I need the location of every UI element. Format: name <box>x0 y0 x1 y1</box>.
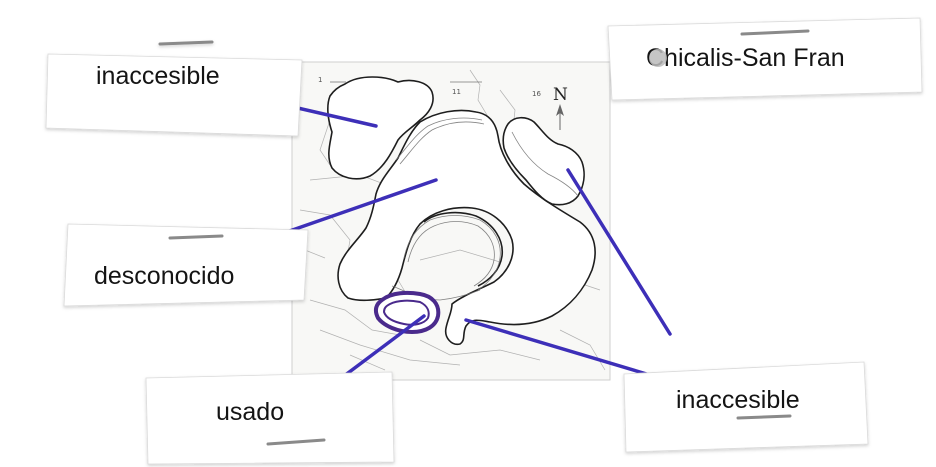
label-slip-bottom-left <box>145 371 395 465</box>
grid-number-1: 1 <box>318 76 322 84</box>
leader-line-top-right <box>566 168 672 336</box>
north-arrow: N <box>553 85 568 130</box>
label-slip-middle-left <box>63 223 309 307</box>
north-arrow-icon <box>556 104 564 116</box>
label-slip-top-left <box>45 40 303 137</box>
grid-number-16: 16 <box>532 90 541 98</box>
staple-middle-left <box>168 234 224 240</box>
label-top-left: inaccesible <box>96 62 220 90</box>
north-label: N <box>553 85 568 105</box>
label-bottom-right: inaccesible <box>676 386 800 414</box>
label-smudge-mark <box>649 49 667 67</box>
label-slip-top-right <box>607 17 923 101</box>
staple-bottom-left <box>266 438 326 446</box>
staple-top-left <box>158 40 214 46</box>
staple-bottom-right <box>736 414 792 420</box>
label-bottom-left: usado <box>216 398 284 426</box>
label-top-right: Chicalis-San Fran <box>646 44 845 72</box>
staple-top-right <box>740 29 810 36</box>
contour-bands <box>391 117 579 301</box>
region-usado-highlight <box>373 290 441 335</box>
grid-number-11: 11 <box>452 88 461 96</box>
leader-line-bottom-right <box>464 318 662 380</box>
map-grid-marks: 1 11 16 <box>318 76 541 98</box>
label-slip-bottom-right <box>623 361 869 453</box>
label-middle-left: desconocido <box>94 262 234 290</box>
region-center-desconocido <box>337 109 596 346</box>
